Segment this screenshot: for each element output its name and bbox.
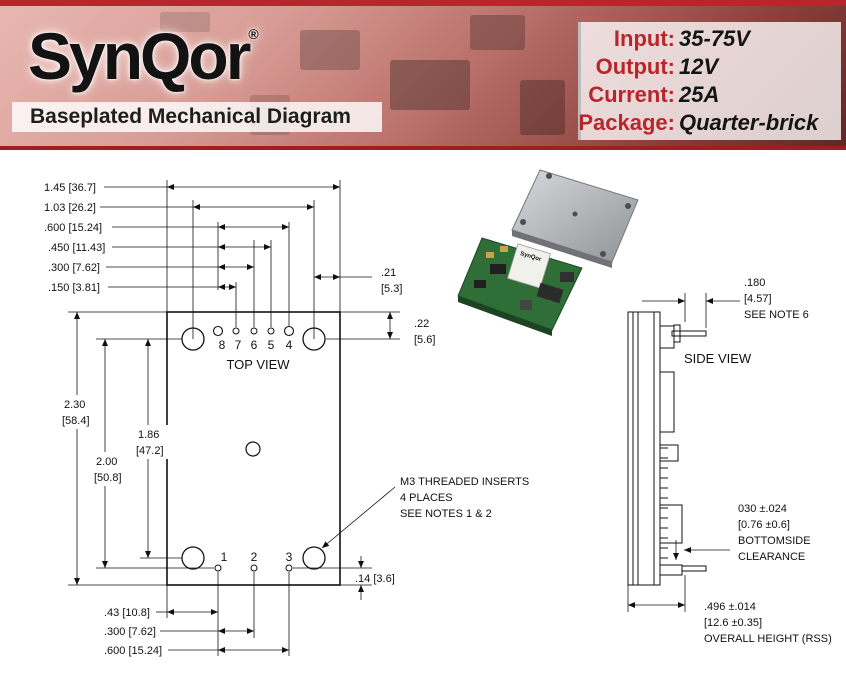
dim-150: .150 [3.81]: [48, 282, 100, 294]
dim-496-a: .496 ±.014: [704, 601, 756, 613]
bg-chip: [390, 60, 470, 110]
subtitle-box: Baseplated Mechanical Diagram: [12, 102, 382, 132]
spec-value: Quarter-brick: [679, 110, 819, 135]
pin-7: [232, 327, 240, 335]
spec-label: Input:: [613, 26, 675, 51]
spec-row-current: Current: 25A: [581, 82, 841, 110]
dim-43: .43 [10.8]: [104, 607, 150, 619]
bg-chip: [520, 80, 565, 135]
dim-200-a: 2.00: [96, 456, 117, 468]
bottom-dimension-lines: [156, 572, 290, 656]
dim-186-a: 1.86: [138, 429, 159, 441]
bg-chip: [470, 15, 525, 50]
pin-label-2: 2: [251, 550, 258, 564]
top-view-title: TOP VIEW: [226, 357, 290, 372]
dim-180-b: [4.57]: [744, 293, 772, 305]
dim-186-b: [47.2]: [136, 445, 164, 457]
product-photo: SynQor: [457, 169, 639, 336]
spec-label: Output:: [595, 54, 675, 79]
spec-label: Current:: [588, 82, 675, 107]
spec-row-output: Output: 12V: [581, 54, 841, 82]
center-hole: [245, 441, 261, 457]
pin-3: [285, 564, 293, 572]
bg-chip: [160, 12, 210, 32]
bg-chip: [300, 30, 360, 70]
dim-103: 1.03 [26.2]: [44, 202, 96, 214]
spec-value: 25A: [679, 82, 720, 107]
dim-300-bottom: .300 [7.62]: [104, 626, 156, 638]
dim-496-lines: [627, 575, 686, 612]
pin-label-1: 1: [221, 550, 228, 564]
dim-21-b: [5.3]: [381, 283, 402, 295]
module-outline: [166, 311, 341, 586]
dim-600-top: .600 [15.24]: [44, 222, 102, 234]
dim-22-a: .22: [414, 318, 429, 330]
dim-450: .450 [11.43]: [48, 242, 105, 254]
dim-030-c: BOTTOMSIDE: [738, 535, 811, 547]
dim-300-top: .300 [7.62]: [48, 262, 100, 274]
side-view-drawing: [627, 311, 707, 586]
pin-label-5: 5: [268, 338, 275, 352]
dim-180-lines: [642, 293, 740, 328]
dim-22-lines: [326, 311, 400, 340]
top-dimension-lines: [100, 180, 372, 339]
dim-200-b: [50.8]: [94, 472, 122, 484]
subtitle-text: Baseplated Mechanical Diagram: [30, 105, 351, 128]
pin-8: [212, 325, 224, 337]
dim-21-a: .21: [381, 267, 396, 279]
pin-label-7: 7: [235, 338, 242, 352]
dim-22-b: [5.6]: [414, 334, 435, 346]
pin-6: [250, 327, 258, 335]
note-inserts-1: M3 THREADED INSERTS: [400, 476, 529, 488]
dim-14-lines: [293, 556, 372, 600]
note-inserts-2: 4 PLACES: [400, 492, 453, 504]
dim-230-a: 2.30: [64, 399, 85, 411]
specs-panel: Input: 35-75V Output: 12V Current: 25A P…: [578, 22, 841, 140]
inserts-leader: [321, 486, 396, 549]
pin-label-3: 3: [286, 550, 293, 564]
synqor-logo: SynQor®: [28, 19, 259, 93]
spec-label: Package:: [578, 110, 675, 135]
header-bottom-bar: [0, 146, 846, 150]
pin-2: [250, 564, 258, 572]
pin-1: [214, 564, 222, 572]
pin-4: [283, 325, 295, 337]
mounting-hole-bottom-left: [181, 546, 205, 570]
dim-230-b: [58.4]: [62, 415, 90, 427]
dim-496-b: [12.6 ±0.35]: [704, 617, 762, 629]
header-banner: SynQor® Baseplated Mechanical Diagram In…: [0, 0, 846, 150]
mechanical-drawing: 8 7 6 5 4 1 2 3 TOP VIEW 1.45 [36.7] 1.: [44, 169, 832, 657]
spec-value: 12V: [679, 54, 719, 79]
dim-030-d: CLEARANCE: [738, 551, 805, 563]
pin-5: [267, 327, 275, 335]
side-view-title: SIDE VIEW: [684, 351, 752, 366]
pin-label-8: 8: [219, 338, 226, 352]
note-inserts-3: SEE NOTES 1 & 2: [400, 508, 492, 520]
pin-label-4: 4: [286, 338, 293, 352]
dim-180-a: .180: [744, 277, 765, 289]
dim-030-a: 030 ±.024: [738, 503, 787, 515]
dim-180-c: SEE NOTE 6: [744, 309, 809, 321]
pin-label-6: 6: [251, 338, 258, 352]
dim-030-lines: [673, 540, 730, 560]
dim-600-bottom: .600 [15.24]: [104, 645, 162, 657]
dim-030-b: [0.76 ±0.6]: [738, 519, 790, 531]
header-top-bar: [0, 0, 846, 6]
spec-row-package: Package: Quarter-brick: [578, 110, 841, 138]
spec-value: 35-75V: [679, 26, 750, 51]
dim-145: 1.45 [36.7]: [44, 182, 96, 194]
dim-496-c: OVERALL HEIGHT (RSS): [704, 633, 832, 645]
dim-14: .14 [3.6]: [355, 573, 395, 585]
spec-row-input: Input: 35-75V: [581, 26, 841, 54]
mounting-hole-bottom-right: [302, 546, 326, 570]
